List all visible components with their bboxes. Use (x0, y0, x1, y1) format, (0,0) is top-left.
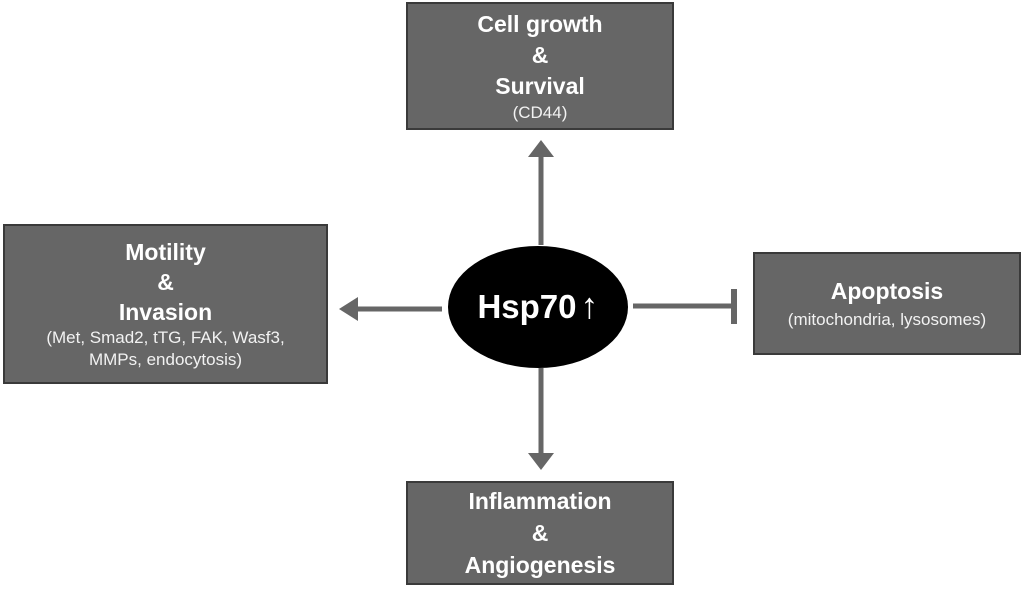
box-title-line: Apoptosis (830, 278, 944, 304)
box-title-line: Angiogenesis (464, 552, 616, 578)
box-detail: (Met, Smad2, tTG, FAK, Wasf3, (46, 328, 285, 347)
box-title-connector: & (531, 520, 549, 546)
box-detail: (mitochondria, lysosomes) (787, 310, 987, 329)
box-title-line: Motility (125, 239, 206, 265)
cell-growth-survival-box: Cell growth & Survival (CD44) (406, 2, 674, 130)
box-title-line: Inflammation (468, 488, 612, 514)
box-detail: (CD44) (512, 102, 568, 122)
arrow-to-motility (339, 297, 442, 321)
inflammation-angiogenesis-box: Inflammation & Angiogenesis (406, 481, 674, 585)
upregulation-arrow-icon: ↑ (580, 285, 599, 326)
apoptosis-box: Apoptosis (mitochondria, lysosomes) (753, 252, 1021, 355)
inhibition-to-apoptosis (633, 289, 737, 324)
box-title-line: Survival (495, 72, 585, 99)
box-title-connector: & (531, 41, 549, 68)
motility-invasion-box: Motility & Invasion (Met, Smad2, tTG, FA… (3, 224, 328, 384)
box-title-line: Cell growth (477, 10, 603, 37)
hsp70-node: Hsp70 ↑ (448, 246, 628, 368)
box-detail: MMPs, endocytosis) (88, 350, 243, 369)
hsp70-node-shape (448, 246, 628, 368)
hsp70-label: Hsp70 (477, 288, 577, 325)
arrow-to-cell-growth (528, 140, 554, 245)
box-title-connector: & (157, 269, 174, 295)
arrow-to-inflammation (528, 368, 554, 470)
box-title-line: Invasion (118, 299, 213, 325)
